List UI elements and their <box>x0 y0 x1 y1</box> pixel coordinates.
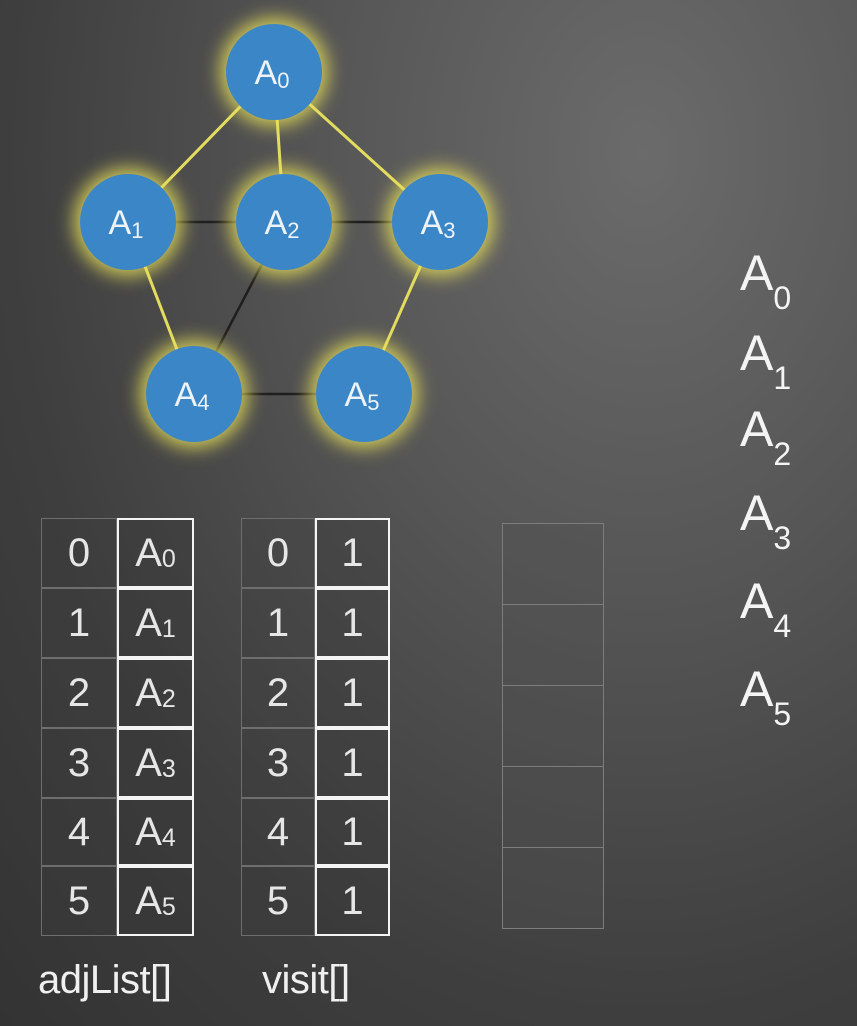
node-label: A0 <box>255 54 290 93</box>
adjlist-index-cell: 0 <box>41 518 117 588</box>
visit-index-cell: 2 <box>241 658 315 728</box>
visit-value-cell: 1 <box>315 658 390 728</box>
output-item: A1 <box>740 325 792 396</box>
node-A2 <box>236 174 332 270</box>
visit-value-cell: 1 <box>315 866 390 936</box>
node-label: A1 <box>109 204 144 243</box>
output-item: A3 <box>740 485 792 556</box>
visit-index-cell: 3 <box>241 728 315 798</box>
node-A3 <box>392 174 488 270</box>
output-item: A4 <box>740 573 792 644</box>
adjlist-index-cell: 5 <box>41 866 117 936</box>
node-label: A2 <box>265 204 300 243</box>
adjlist-caption: adjList[] <box>38 958 172 1002</box>
node-A0 <box>226 24 322 120</box>
node-label: A3 <box>421 204 456 243</box>
queue-slot <box>502 604 604 686</box>
output-item: A0 <box>740 245 792 316</box>
adjlist-index-cell: 1 <box>41 588 117 658</box>
queue-slot <box>502 685 604 767</box>
queue-slot <box>502 766 604 848</box>
visit-index-cell: 5 <box>241 866 315 936</box>
visit-value-cell: 1 <box>315 518 390 588</box>
node-label: A5 <box>345 376 380 415</box>
output-item: A2 <box>740 401 792 472</box>
visit-index-cell: 0 <box>241 518 315 588</box>
node-label: A4 <box>175 376 210 415</box>
node-A1 <box>80 174 176 270</box>
visit-caption: visit[] <box>262 958 350 1002</box>
output-item: A5 <box>740 661 792 732</box>
visit-value-cell: 1 <box>315 588 390 658</box>
adjlist-index-cell: 3 <box>41 728 117 798</box>
queue-slot <box>502 847 604 929</box>
adjlist-index-cell: 4 <box>41 798 117 866</box>
visit-index-cell: 1 <box>241 588 315 658</box>
queue-slot <box>502 523 604 605</box>
adjlist-index-cell: 2 <box>41 658 117 728</box>
visit-index-cell: 4 <box>241 798 315 866</box>
node-A4 <box>146 346 242 442</box>
visit-value-cell: 1 <box>315 798 390 866</box>
node-A5 <box>316 346 412 442</box>
visit-value-cell: 1 <box>315 728 390 798</box>
